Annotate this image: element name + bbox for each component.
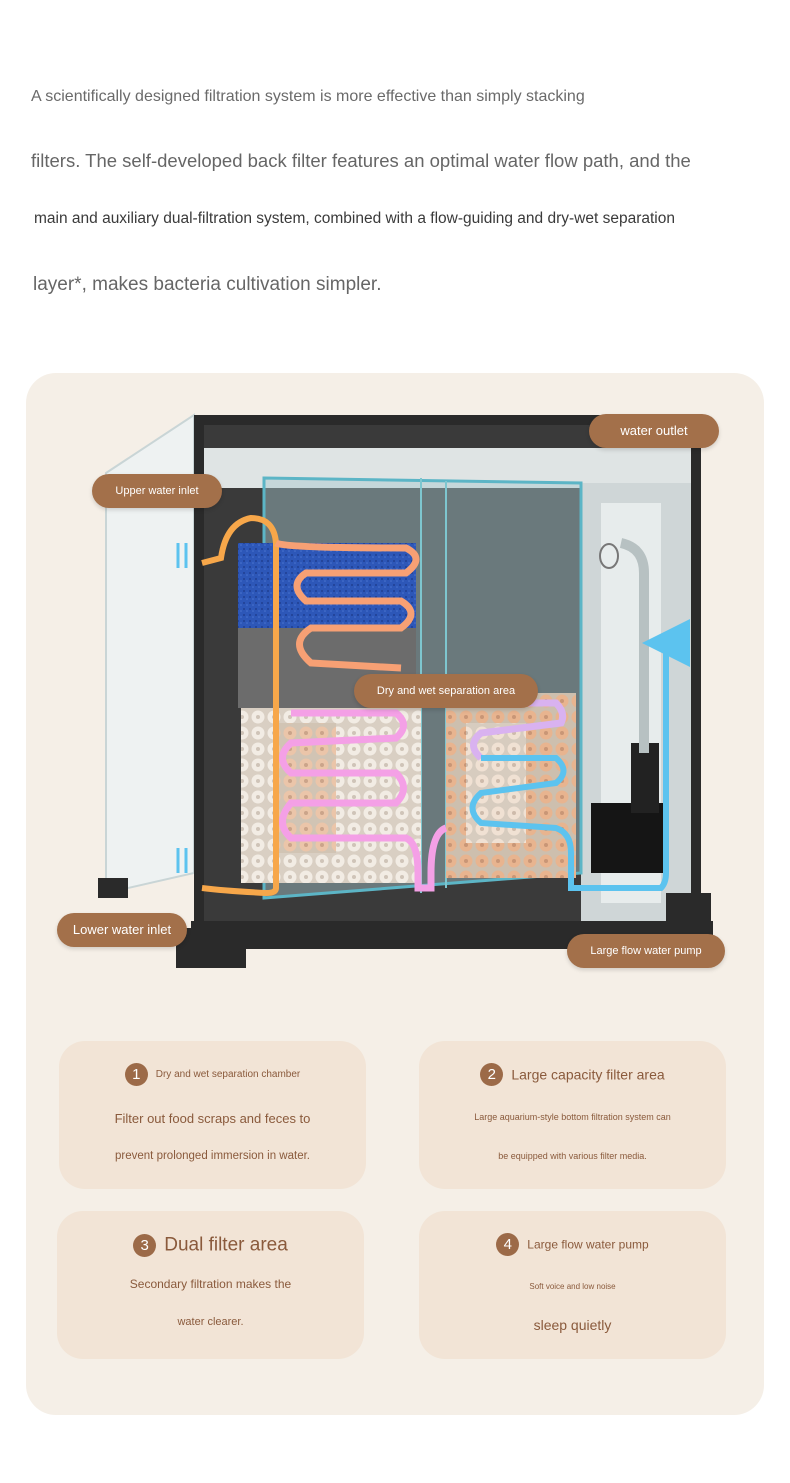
label-water-pump: Large flow water pump (567, 934, 725, 968)
filter-tank-illustration (98, 413, 713, 968)
feature-card-4: 4 Large flow water pump Soft voice and lo… (419, 1211, 726, 1359)
feature-title: Large flow water pump (527, 1237, 649, 1252)
frame-left (194, 415, 204, 940)
label-lower-water-inlet: Lower water inlet (57, 913, 187, 947)
intro-line-1: A scientifically designed filtration sys… (31, 88, 585, 105)
pump-pipe-base (631, 743, 659, 813)
frame-right (691, 415, 701, 940)
number-badge: 3 (133, 1234, 157, 1257)
intro-line-3: main and auxiliary dual-filtration syste… (34, 210, 675, 227)
feature-desc-line2: water clearer. (177, 1316, 244, 1328)
number-badge: 1 (124, 1063, 148, 1086)
feature-card-3: 3 Dual filter area Secondary filtration m… (57, 1211, 364, 1359)
label-dry-wet-separation: Dry and wet separation area (354, 674, 538, 708)
intro-line-4: layer*, makes bacteria cultivation simpl… (33, 274, 382, 295)
feature-title: Large capacity filter area (511, 1066, 665, 1083)
outlet-pipe (619, 538, 649, 753)
number-badge: 2 (480, 1063, 504, 1086)
feature-desc-line1: Soft voice and low noise (529, 1282, 616, 1291)
flow-path-orange (201, 514, 279, 897)
frame-top (194, 415, 701, 425)
feature-title: Dual filter area (164, 1234, 288, 1256)
feature-card-2: 2 Large capacity filter area Large aquari… (419, 1041, 726, 1189)
feature-card-1: 1 Dry and wet separation chamber Filter o… (59, 1041, 366, 1189)
flow-path-pink (279, 709, 448, 892)
number-badge: 4 (496, 1233, 520, 1256)
intro-line-2: filters. The self-developed back filter … (31, 150, 691, 171)
sponge-lower (238, 589, 416, 629)
feature-desc-line1: Secondary filtration makes the (129, 1277, 292, 1291)
feature-desc-line2: sleep quietly (533, 1317, 612, 1333)
flow-path-coral (274, 539, 420, 672)
label-water-outlet: water outlet (589, 414, 719, 448)
feature-desc-line2: be equipped with various filter media. (498, 1151, 647, 1161)
feature-desc-line2: prevent prolonged immersion in water. (115, 1150, 310, 1162)
label-upper-water-inlet: Upper water inlet (92, 474, 222, 508)
feature-desc-line1: Filter out food scraps and feces to (114, 1111, 311, 1126)
product-panel: water outlet Upper water inlet Dry and w… (26, 373, 764, 1415)
flow-path-blue (469, 619, 690, 891)
feature-title: Dry and wet separation chamber (155, 1069, 301, 1080)
pump-body (591, 803, 663, 873)
feature-desc-line1: Large aquarium-style bottom filtration s… (474, 1112, 671, 1122)
